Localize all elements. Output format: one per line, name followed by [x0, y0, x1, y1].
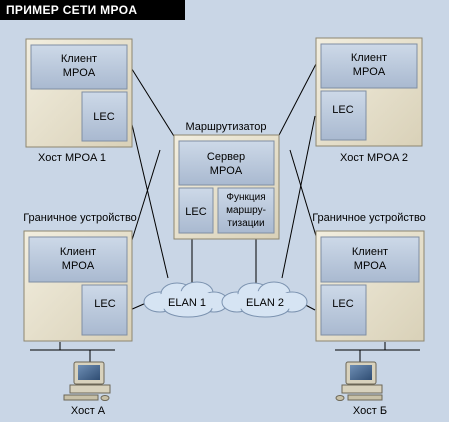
host2-client-line2: MPOA	[353, 66, 386, 78]
router-caption: Маршрутизатор	[185, 121, 266, 133]
edge-right-lec-block	[320, 284, 367, 336]
router-server-line1: Сервер	[207, 151, 245, 163]
router-function-block	[217, 187, 275, 234]
router-function-line3: тизации	[227, 218, 264, 229]
host1-client-line2: MPOA	[63, 67, 96, 79]
router-lec-block	[178, 187, 214, 234]
edge-right-lec-label: LEC	[332, 298, 353, 310]
link-host2-elan2	[281, 115, 316, 279]
link-host1-router	[129, 65, 178, 142]
edge-left-caption: Граничное устройство	[23, 212, 137, 224]
router-server-line2: MPOA	[210, 165, 243, 177]
diagram-title: ПРИМЕР СЕТИ MPOA	[6, 3, 138, 17]
edge-left-lec-label: LEC	[94, 298, 115, 310]
edge-left-client-line2: MPOA	[62, 260, 95, 272]
link-host1-elan1	[129, 115, 169, 279]
edge-left-client-block	[28, 236, 128, 283]
edge-right-caption: Граничное устройство	[312, 212, 426, 224]
link-host2-router	[276, 63, 317, 140]
edge-device-left: Граничное устройство Клиент MPOA LEC	[23, 212, 137, 342]
host-a-caption: Хост А	[71, 405, 106, 417]
host-mpoa-2: Клиент MPOA LEC Хост MPOA 2	[315, 37, 423, 164]
host2-lec-block	[320, 90, 367, 141]
edge-left-lec-block	[81, 284, 128, 336]
edge-right-client-line1: Клиент	[352, 246, 388, 258]
host1-lec-label: LEC	[93, 111, 114, 123]
router-function-line2: маршру-	[226, 205, 266, 216]
link-router-edgeleft	[131, 149, 161, 241]
edge-device-right: Граничное устройство Клиент MPOA LEC	[312, 212, 426, 342]
edge-left-client-line1: Клиент	[60, 246, 96, 258]
elan2-cloud: ELAN 2	[221, 281, 308, 318]
router-lec-label: LEC	[185, 206, 206, 218]
host-b-computer-icon	[335, 361, 383, 401]
router: Маршрутизатор Сервер MPOA LEC Функция ма…	[173, 121, 280, 240]
host2-caption: Хост MPOA 2	[340, 152, 408, 164]
link-router-edgeright	[289, 149, 317, 237]
host-b-caption: Хост Б	[353, 405, 387, 417]
router-function-line1: Функция	[226, 192, 265, 203]
host2-client-block	[320, 43, 418, 89]
host1-lec-block	[81, 91, 128, 142]
elan2-label: ELAN 2	[246, 297, 284, 309]
edge-right-client-line2: MPOA	[354, 260, 387, 272]
router-server-block	[178, 140, 275, 186]
host1-client-line1: Клиент	[61, 53, 97, 65]
host1-client-block	[30, 44, 128, 90]
edge-right-client-block	[320, 236, 420, 283]
title-bar: ПРИМЕР СЕТИ MPOA	[0, 0, 185, 20]
host-a-computer-icon	[63, 361, 111, 401]
host1-caption: Хост MPOA 1	[38, 152, 106, 164]
host2-lec-label: LEC	[332, 104, 353, 116]
host-mpoa-1: Клиент MPOA LEC Хост MPOA 1	[25, 38, 133, 164]
elan1-cloud: ELAN 1	[143, 281, 229, 318]
host2-client-line1: Клиент	[351, 52, 387, 64]
elan1-label: ELAN 1	[168, 297, 206, 309]
